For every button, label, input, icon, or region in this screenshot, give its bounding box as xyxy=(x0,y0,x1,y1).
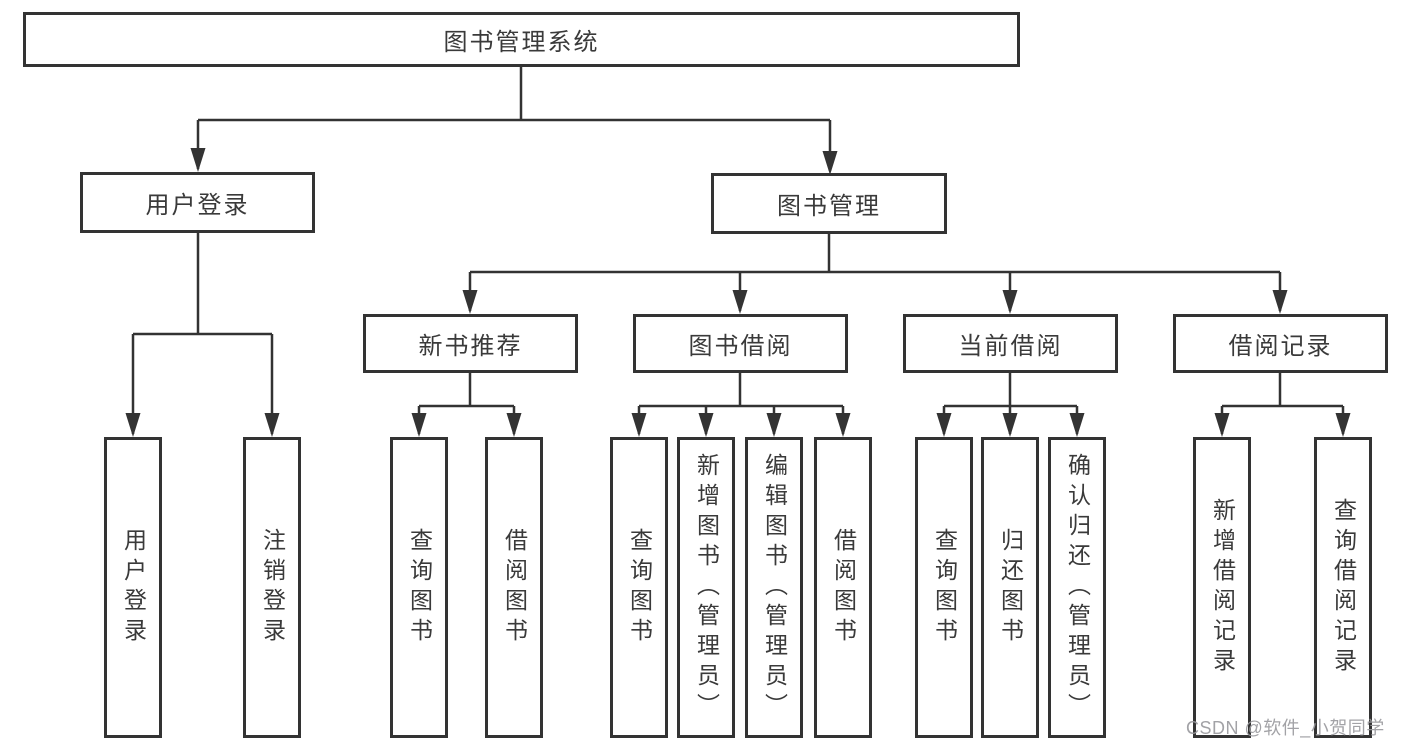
node-user-login-group: 用户登录 xyxy=(80,172,315,233)
leaf-confirm-return-admin: 确认归还（管理员） xyxy=(1048,437,1106,738)
leaf-query-borrow-record-label: 查询借阅记录 xyxy=(1330,497,1357,678)
leaf-add-book-admin: 新增图书（管理员） xyxy=(677,437,735,738)
leaf-confirm-return-admin-label: 确认归还（管理员） xyxy=(1064,452,1091,723)
leaf-edit-book-admin: 编辑图书（管理员） xyxy=(745,437,803,738)
leaf-logout-login-label: 注销登录 xyxy=(259,527,286,648)
node-user-login-group-label: 用户登录 xyxy=(145,192,250,219)
leaf-add-book-admin-label: 新增图书（管理员） xyxy=(693,452,720,723)
leaf-return-books: 归还图书 xyxy=(981,437,1039,738)
leaf-logout-login: 注销登录 xyxy=(243,437,301,738)
node-borrow-records: 借阅记录 xyxy=(1173,314,1388,373)
leaf-query-books-recommend: 查询图书 xyxy=(390,437,448,738)
node-current-borrow-label: 当前借阅 xyxy=(958,333,1063,360)
leaf-borrow-books-borrow-label: 借阅图书 xyxy=(830,527,857,648)
node-library-system: 图书管理系统 xyxy=(23,12,1020,67)
node-book-borrow-label: 图书借阅 xyxy=(688,333,793,360)
leaf-query-books-borrow: 查询图书 xyxy=(610,437,668,738)
leaf-query-books-recommend-label: 查询图书 xyxy=(406,527,433,648)
leaf-user-login: 用户登录 xyxy=(104,437,162,738)
leaf-query-books-current: 查询图书 xyxy=(915,437,973,738)
leaf-query-borrow-record: 查询借阅记录 xyxy=(1314,437,1372,738)
node-borrow-records-label: 借阅记录 xyxy=(1228,333,1333,360)
leaf-borrow-books-recommend: 借阅图书 xyxy=(485,437,543,738)
leaf-user-login-label: 用户登录 xyxy=(120,527,147,648)
watermark-text: CSDN @软件_小贺同学 xyxy=(1186,718,1385,738)
leaf-borrow-books-recommend-label: 借阅图书 xyxy=(501,527,528,648)
leaf-borrow-books-borrow: 借阅图书 xyxy=(814,437,872,738)
node-book-borrow: 图书借阅 xyxy=(633,314,848,373)
leaf-edit-book-admin-label: 编辑图书（管理员） xyxy=(761,452,788,723)
leaf-return-books-label: 归还图书 xyxy=(997,527,1024,648)
node-book-management: 图书管理 xyxy=(711,173,947,234)
node-book-management-label: 图书管理 xyxy=(777,193,881,220)
node-new-book-recommend: 新书推荐 xyxy=(363,314,578,373)
node-library-system-label: 图书管理系统 xyxy=(443,29,600,56)
node-new-book-recommend-label: 新书推荐 xyxy=(418,333,523,360)
leaf-add-borrow-record-label: 新增借阅记录 xyxy=(1209,497,1236,678)
leaf-add-borrow-record: 新增借阅记录 xyxy=(1193,437,1251,738)
leaf-query-books-current-label: 查询图书 xyxy=(931,527,958,648)
node-current-borrow: 当前借阅 xyxy=(903,314,1118,373)
leaf-query-books-borrow-label: 查询图书 xyxy=(626,527,653,648)
